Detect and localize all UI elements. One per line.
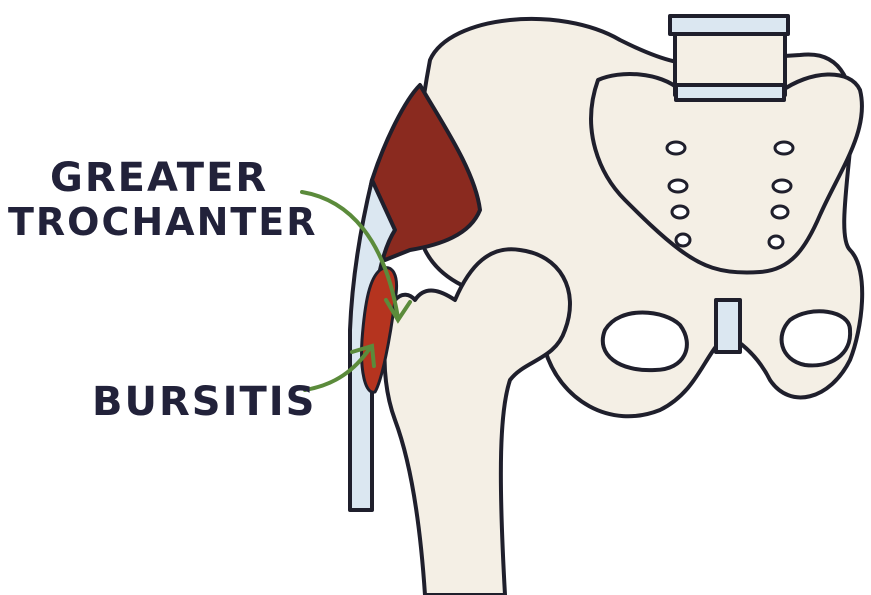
sacrum [589, 72, 864, 275]
label-greater: GREATER [50, 155, 269, 201]
trochanteric-bursa [360, 266, 398, 394]
greater-trochanter-arrowhead [384, 298, 412, 324]
bursitis-arrow [303, 346, 372, 392]
bursitis-arrowhead [350, 343, 376, 368]
intervertebral-disc-bottom [674, 83, 786, 102]
greater-trochanter-arrow [300, 190, 400, 320]
obturator-foramen-left [601, 310, 689, 373]
intervertebral-disc-top [668, 14, 790, 36]
gluteus-muscle [367, 83, 482, 262]
obturator-foramen-right [779, 309, 853, 368]
pointer-arrows [300, 190, 412, 392]
femur [382, 247, 572, 595]
iliotibial-band [348, 178, 397, 512]
label-trochanter: TROCHANTER [8, 200, 318, 244]
label-bursitis: BURSITIS [92, 379, 317, 425]
sacral-foramina [665, 140, 795, 250]
pubic-symphysis [714, 298, 742, 354]
